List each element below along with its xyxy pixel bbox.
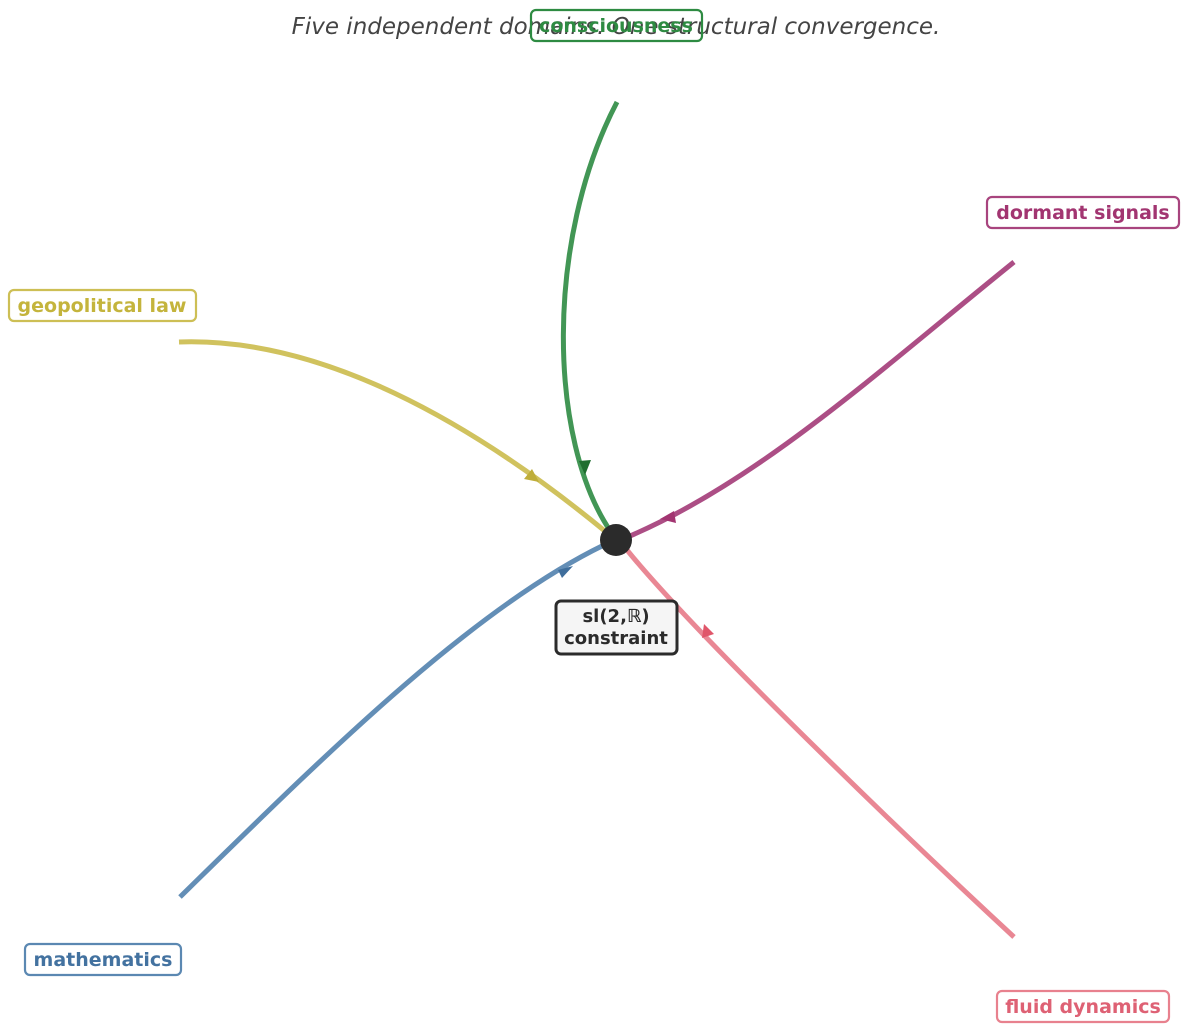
domain-label-text-mathematics: mathematics <box>34 949 173 971</box>
arrow-icon-mathematics <box>558 566 573 578</box>
domain-label-mathematics: mathematics <box>23 942 183 977</box>
domain-label-text-geopolitical-law: geopolitical law <box>18 295 187 317</box>
constraint-label-line1: sl(2,ℝ) <box>582 606 649 627</box>
flow-curve-fluid-dynamics <box>625 548 1016 939</box>
flow-curve-mathematics <box>178 542 606 899</box>
arrow-icon-geopolitical-law <box>524 469 539 482</box>
domain-label-dormant-signals: dormant signals <box>985 195 1181 230</box>
domain-label-text-consciousness: consciousness <box>539 15 693 37</box>
domain-label-text-fluid-dynamics: fluid dynamics <box>1005 996 1161 1018</box>
diagram-title: Five independent domains. One structural… <box>292 14 941 40</box>
flow-curves <box>178 100 1016 939</box>
domain-label-fluid-dynamics: fluid dynamics <box>995 989 1171 1024</box>
constraint-label-box: sl(2,ℝ) constraint <box>554 599 679 656</box>
flow-curve-dormant-signals <box>629 260 1016 539</box>
flow-arrows <box>524 460 714 638</box>
arrow-icon-fluid-dynamics <box>702 624 714 638</box>
flow-curve-consciousness <box>560 100 620 534</box>
arrow-icon-dormant-signals <box>660 511 676 523</box>
flow-curve-geopolitical-law <box>178 339 608 534</box>
convergence-node <box>600 524 632 556</box>
domain-label-consciousness: consciousness <box>529 8 704 43</box>
arrow-icon-consciousness <box>579 460 591 475</box>
domain-label-geopolitical-law: geopolitical law <box>7 288 198 323</box>
constraint-label-line2: constraint <box>564 628 668 649</box>
domain-label-text-dormant-signals: dormant signals <box>996 202 1169 224</box>
